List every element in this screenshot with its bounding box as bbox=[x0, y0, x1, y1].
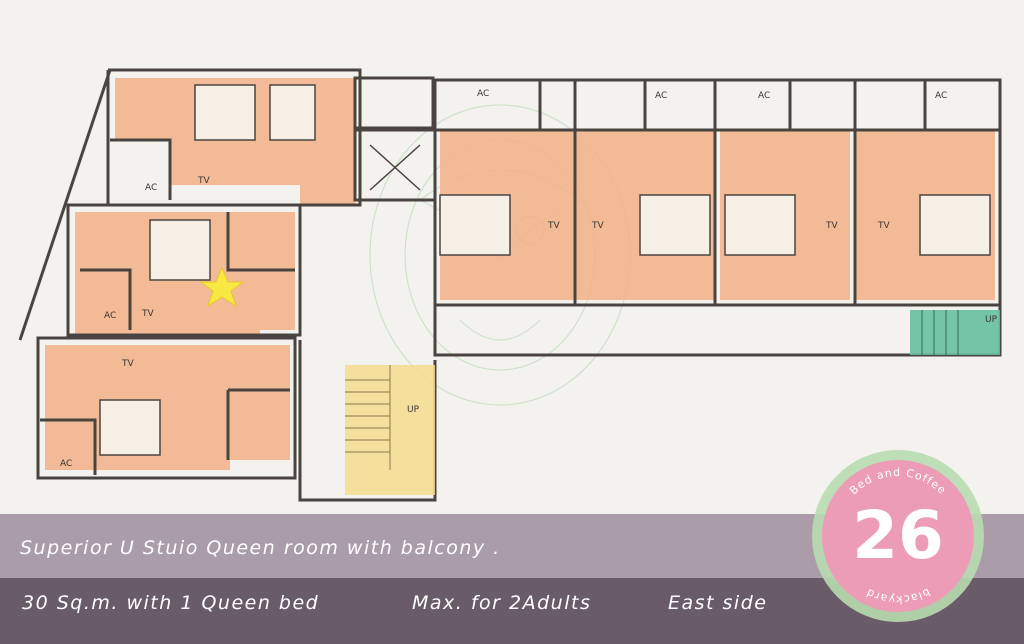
tv-label: TV bbox=[141, 309, 154, 319]
logo-number: 26 bbox=[852, 497, 944, 574]
tv-label: TV bbox=[825, 221, 838, 231]
room-size: 30 Sq.m. with 1 Queen bed bbox=[22, 592, 320, 614]
east-wing-walls bbox=[433, 78, 1002, 357]
ac-label: AC bbox=[655, 91, 667, 101]
up-label: UP bbox=[985, 315, 998, 325]
room-side: East side bbox=[668, 592, 768, 614]
tv-label: TV bbox=[877, 221, 890, 231]
up-label: UP bbox=[407, 405, 420, 415]
west-wing-beds bbox=[99, 84, 316, 456]
stair-green bbox=[910, 310, 1000, 355]
tv-label: TV bbox=[547, 221, 560, 231]
ac-label: AC bbox=[477, 89, 489, 99]
tv-label: TV bbox=[197, 176, 210, 186]
ac-label: AC bbox=[758, 91, 770, 101]
plan-labels: TV TV TV TV TV TV TV AC AC AC AC AC AC A… bbox=[60, 89, 998, 469]
west-wing-walls bbox=[18, 68, 362, 480]
brand-logo: Bed and Coffee 26 blackyard bbox=[812, 450, 984, 622]
ac-label: AC bbox=[104, 311, 116, 321]
selected-room-star-icon bbox=[199, 266, 245, 308]
ac-label: AC bbox=[60, 459, 72, 469]
ac-label: AC bbox=[145, 183, 157, 193]
max-guests: Max. for 2Adults bbox=[412, 592, 592, 614]
tv-label: TV bbox=[121, 359, 134, 369]
stair-yellow bbox=[345, 365, 435, 495]
room-title: Superior U Stuio Queen room with balcony… bbox=[20, 537, 501, 559]
east-wing-beds bbox=[439, 194, 991, 256]
ac-label: AC bbox=[935, 91, 947, 101]
tv-label: TV bbox=[591, 221, 604, 231]
